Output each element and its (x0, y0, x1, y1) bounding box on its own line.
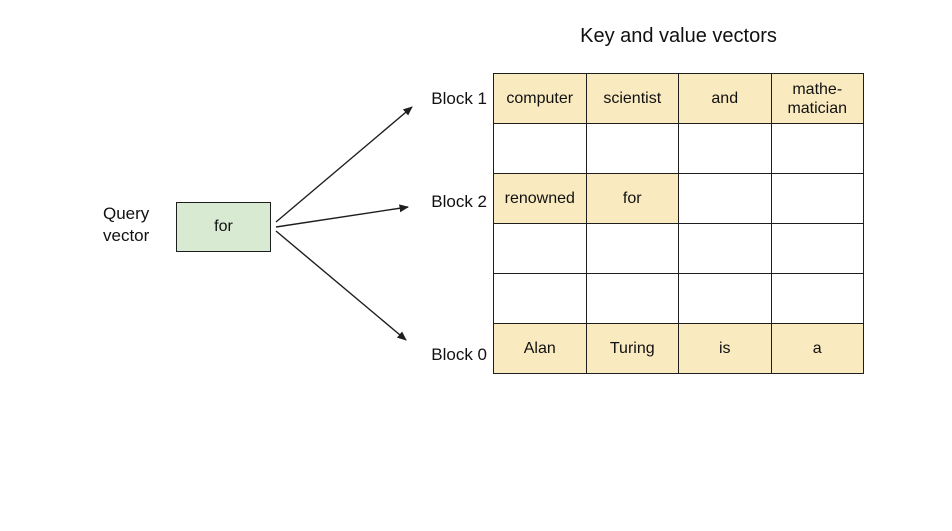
table-cell: and (678, 73, 772, 124)
table-cell: mathe- matician (770, 73, 864, 124)
table-cell (585, 223, 679, 274)
table-cell (770, 223, 864, 274)
query-vector-label: Query vector (103, 204, 150, 245)
table-row (493, 223, 864, 274)
table-cell (678, 223, 772, 274)
table-cell (770, 173, 864, 224)
table-cell (585, 123, 679, 174)
block-0-label: Block 0 (431, 345, 487, 364)
table-cell: renowned (493, 173, 587, 224)
query-vector-value: for (214, 218, 233, 235)
block-2-label: Block 2 (431, 192, 487, 211)
table-cell (493, 273, 587, 324)
table-cell: scientist (585, 73, 679, 124)
table-cell (770, 273, 864, 324)
table-cell: is (678, 323, 772, 374)
table-cell (585, 273, 679, 324)
table-cell: Alan (493, 323, 587, 374)
table-row (493, 123, 864, 174)
table-row (493, 273, 864, 324)
table-cell: Turing (585, 323, 679, 374)
table-cell: a (770, 323, 864, 374)
table-cell (678, 123, 772, 174)
table-cell (493, 223, 587, 274)
table-cell: computer (493, 73, 587, 124)
block-1-label: Block 1 (431, 89, 487, 108)
table-cell (678, 173, 772, 224)
query-vector-box: for (176, 202, 271, 252)
diagram-title: Key and value vectors (580, 25, 777, 47)
table-cell: for (585, 173, 679, 224)
table-cell (493, 123, 587, 174)
table-cell (678, 273, 772, 324)
arrow-to-block-0 (275, 230, 407, 341)
table-cell (770, 123, 864, 174)
